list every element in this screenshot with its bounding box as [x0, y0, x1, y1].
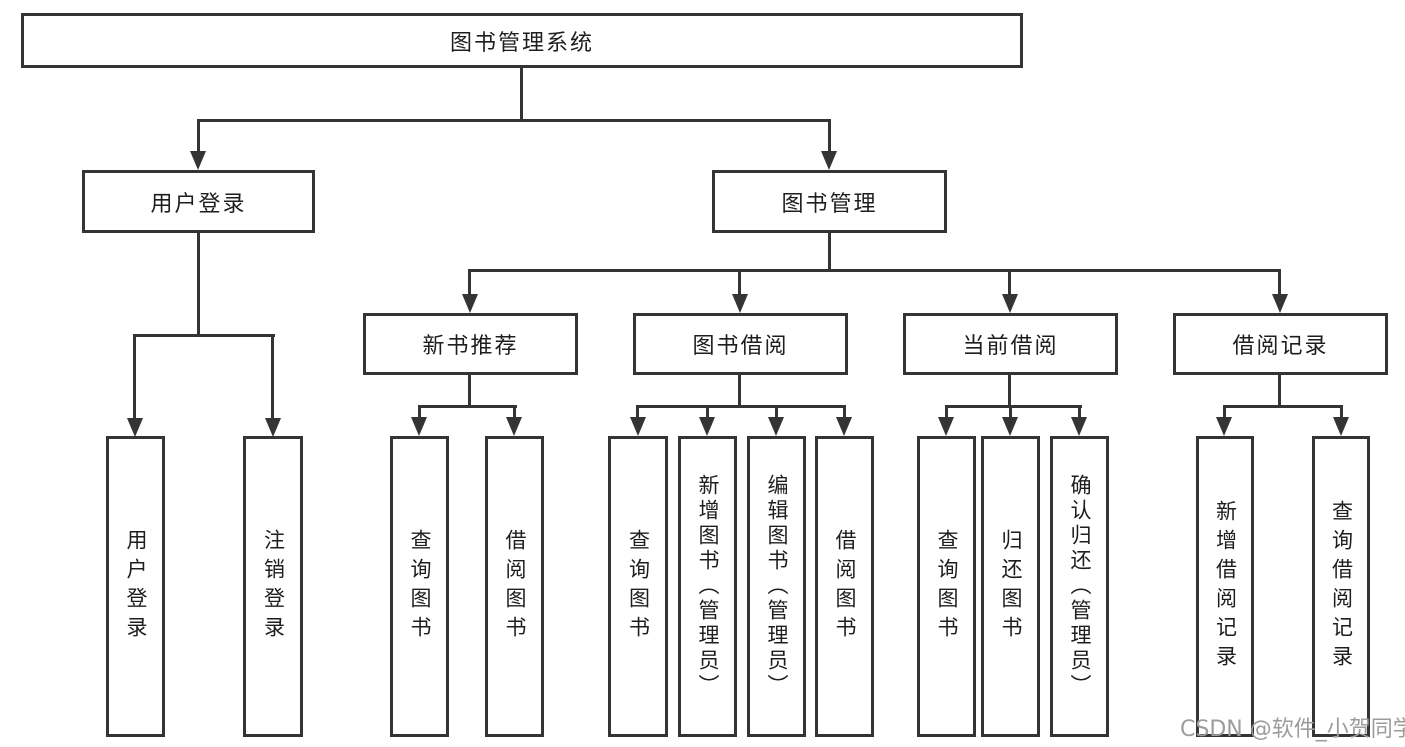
arrowhead-icon — [821, 151, 837, 170]
connector-leaf-shaft — [271, 334, 274, 419]
connector-leaf-shaft — [1223, 405, 1226, 420]
node-book-borrow: 图书借阅 — [633, 313, 848, 375]
connector-book-borrow-branch — [636, 405, 846, 408]
connector-user-login-drop — [197, 231, 200, 337]
arrowhead-icon — [836, 417, 852, 436]
arrowhead-icon — [1272, 294, 1288, 313]
connector-book-management-shaft — [828, 119, 831, 152]
arrowhead-icon — [1333, 417, 1349, 436]
node-current-borrow-label: 当前借阅 — [962, 334, 1059, 359]
connector-leaf-shaft — [775, 405, 778, 420]
node-root-label: 图书管理系统 — [449, 30, 594, 56]
arrowhead-icon — [411, 417, 427, 436]
node-user-login: 用户登录 — [82, 170, 315, 233]
connector-book-management-branch — [468, 269, 1281, 272]
leaf-confirm-return-admin: 确认归还（管理员） — [1050, 436, 1109, 737]
connector-leaf-shaft — [1078, 405, 1081, 420]
connector-leaf-shaft — [133, 334, 136, 419]
connector-user-login-shaft — [197, 119, 200, 152]
leaf-label: 归还图书 — [999, 528, 1023, 645]
arrowhead-icon — [768, 417, 784, 436]
leaf-label: 借阅图书 — [833, 528, 857, 645]
leaf-user-login: 用户登录 — [106, 436, 165, 737]
connector-current-borrow-branch — [945, 405, 1082, 408]
leaf-label: 确认归还（管理员） — [1068, 474, 1092, 699]
arrowhead-icon — [699, 417, 715, 436]
connector-borrow-records-branch — [1223, 405, 1343, 408]
connector-leaf-shaft — [945, 405, 948, 420]
arrowhead-icon — [462, 294, 478, 313]
connector-root-branch — [197, 119, 831, 122]
leaf-query-books-borrow: 查询图书 — [608, 436, 668, 737]
arrowhead-icon — [127, 418, 143, 437]
leaf-edit-books-admin: 编辑图书（管理员） — [747, 436, 806, 737]
node-new-book-recommend: 新书推荐 — [363, 313, 578, 375]
connector-leaf-shaft — [418, 405, 421, 420]
connector-borrow-records-drop — [1278, 373, 1281, 408]
leaf-logout: 注销登录 — [243, 436, 303, 737]
connector-leaf-shaft — [1340, 405, 1343, 420]
node-book-management: 图书管理 — [712, 170, 947, 233]
connector-book-management-drop — [828, 231, 831, 272]
leaf-label: 查询图书 — [935, 528, 959, 645]
connector-leaf-shaft — [1009, 405, 1012, 420]
leaf-label: 借阅图书 — [503, 528, 527, 645]
arrowhead-icon — [190, 151, 206, 170]
arrowhead-icon — [265, 418, 281, 437]
arrowhead-icon — [938, 417, 954, 436]
leaf-label: 新增图书（管理员） — [696, 474, 720, 699]
arrowhead-icon — [630, 417, 646, 436]
leaf-add-borrow-record: 新增借阅记录 — [1196, 436, 1254, 737]
watermark: CSDN @软件_小贺同学 — [1180, 717, 1405, 742]
leaf-label: 查询图书 — [626, 528, 651, 645]
connector-leaf-shaft — [843, 405, 846, 420]
connector-user-login-branch — [133, 334, 275, 337]
arrowhead-icon — [506, 417, 522, 436]
connector-book-borrow-drop — [738, 373, 741, 408]
connector-level3-shaft — [1008, 269, 1011, 295]
arrowhead-icon — [732, 294, 748, 313]
connector-level3-shaft — [468, 269, 471, 295]
arrowhead-icon — [1002, 417, 1018, 436]
node-root: 图书管理系统 — [21, 13, 1023, 68]
leaf-query-borrow-record: 查询借阅记录 — [1312, 436, 1370, 737]
node-new-book-recommend-label: 新书推荐 — [422, 334, 519, 359]
leaf-query-books-recommend: 查询图书 — [390, 436, 449, 737]
arrowhead-icon — [1216, 417, 1232, 436]
leaf-label: 新增借阅记录 — [1213, 499, 1238, 674]
node-book-management-label: 图书管理 — [781, 191, 878, 217]
arrowhead-icon — [1071, 417, 1087, 436]
leaf-label: 查询图书 — [408, 528, 432, 645]
connector-leaf-shaft — [636, 405, 639, 420]
node-book-borrow-label: 图书借阅 — [692, 334, 789, 359]
connector-level3-shaft — [1278, 269, 1281, 295]
leaf-return-books: 归还图书 — [981, 436, 1040, 737]
arrowhead-icon — [1002, 294, 1018, 313]
node-current-borrow: 当前借阅 — [903, 313, 1118, 375]
leaf-label: 编辑图书（管理员） — [765, 474, 789, 699]
node-borrow-records: 借阅记录 — [1173, 313, 1388, 375]
leaf-borrow-books: 借阅图书 — [815, 436, 874, 737]
connector-new-book-drop — [468, 373, 471, 408]
connector-root-drop — [520, 66, 523, 122]
leaf-label: 查询借阅记录 — [1329, 499, 1354, 674]
node-borrow-records-label: 借阅记录 — [1232, 334, 1329, 359]
connector-leaf-shaft — [513, 405, 516, 420]
connector-current-borrow-drop — [1008, 373, 1011, 408]
node-user-login-label: 用户登录 — [150, 191, 247, 217]
connector-leaf-shaft — [706, 405, 709, 420]
connector-new-book-branch — [418, 405, 517, 408]
leaf-query-books-current: 查询图书 — [917, 436, 976, 737]
leaf-add-books-admin: 新增图书（管理员） — [678, 436, 737, 737]
leaf-borrow-books-recommend: 借阅图书 — [485, 436, 544, 737]
connector-level3-shaft — [738, 269, 741, 295]
leaf-label: 用户登录 — [124, 528, 148, 645]
leaf-label: 注销登录 — [261, 528, 286, 645]
